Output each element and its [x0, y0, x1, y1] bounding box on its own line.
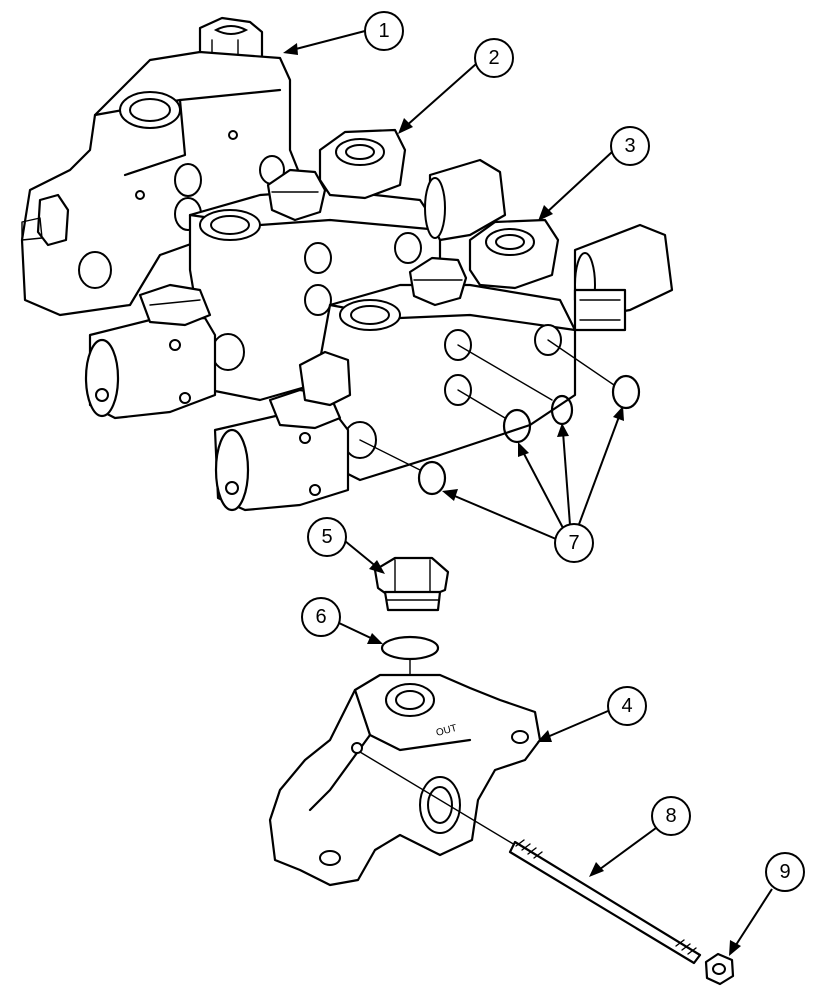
callout-6-label: 6 [315, 606, 326, 628]
callout-8 [651, 796, 691, 836]
callout-1-label: 1 [378, 20, 389, 42]
callout-3-label: 3 [624, 135, 635, 157]
callout-7-label: 7 [568, 532, 579, 554]
callout-5-label: 5 [321, 526, 332, 548]
inlet-section [20, 16, 302, 317]
callout-7 [554, 523, 594, 563]
callout-4-label: 4 [621, 695, 632, 717]
plug [373, 556, 450, 612]
spool-section-rear [84, 128, 507, 420]
callout-3 [610, 126, 650, 166]
callout-4 [607, 686, 647, 726]
callout-2-label: 2 [488, 47, 499, 69]
callout-9-label: 9 [779, 861, 790, 883]
callout-8-label: 8 [665, 805, 676, 827]
out-stamp: OUT [435, 723, 458, 739]
callout-6 [301, 597, 341, 637]
outlet-section: OUT [268, 673, 542, 887]
tie-rod [359, 751, 702, 965]
callouts: 1 2 3 4 5 6 7 [283, 11, 805, 956]
spool-section-front [213, 218, 674, 512]
callout-1 [364, 11, 404, 51]
callout-5 [307, 517, 347, 557]
o-rings [359, 339, 641, 496]
callout-2 [474, 38, 514, 78]
plug-o-ring [380, 635, 440, 661]
nut [704, 952, 735, 986]
callout-9 [765, 852, 805, 892]
